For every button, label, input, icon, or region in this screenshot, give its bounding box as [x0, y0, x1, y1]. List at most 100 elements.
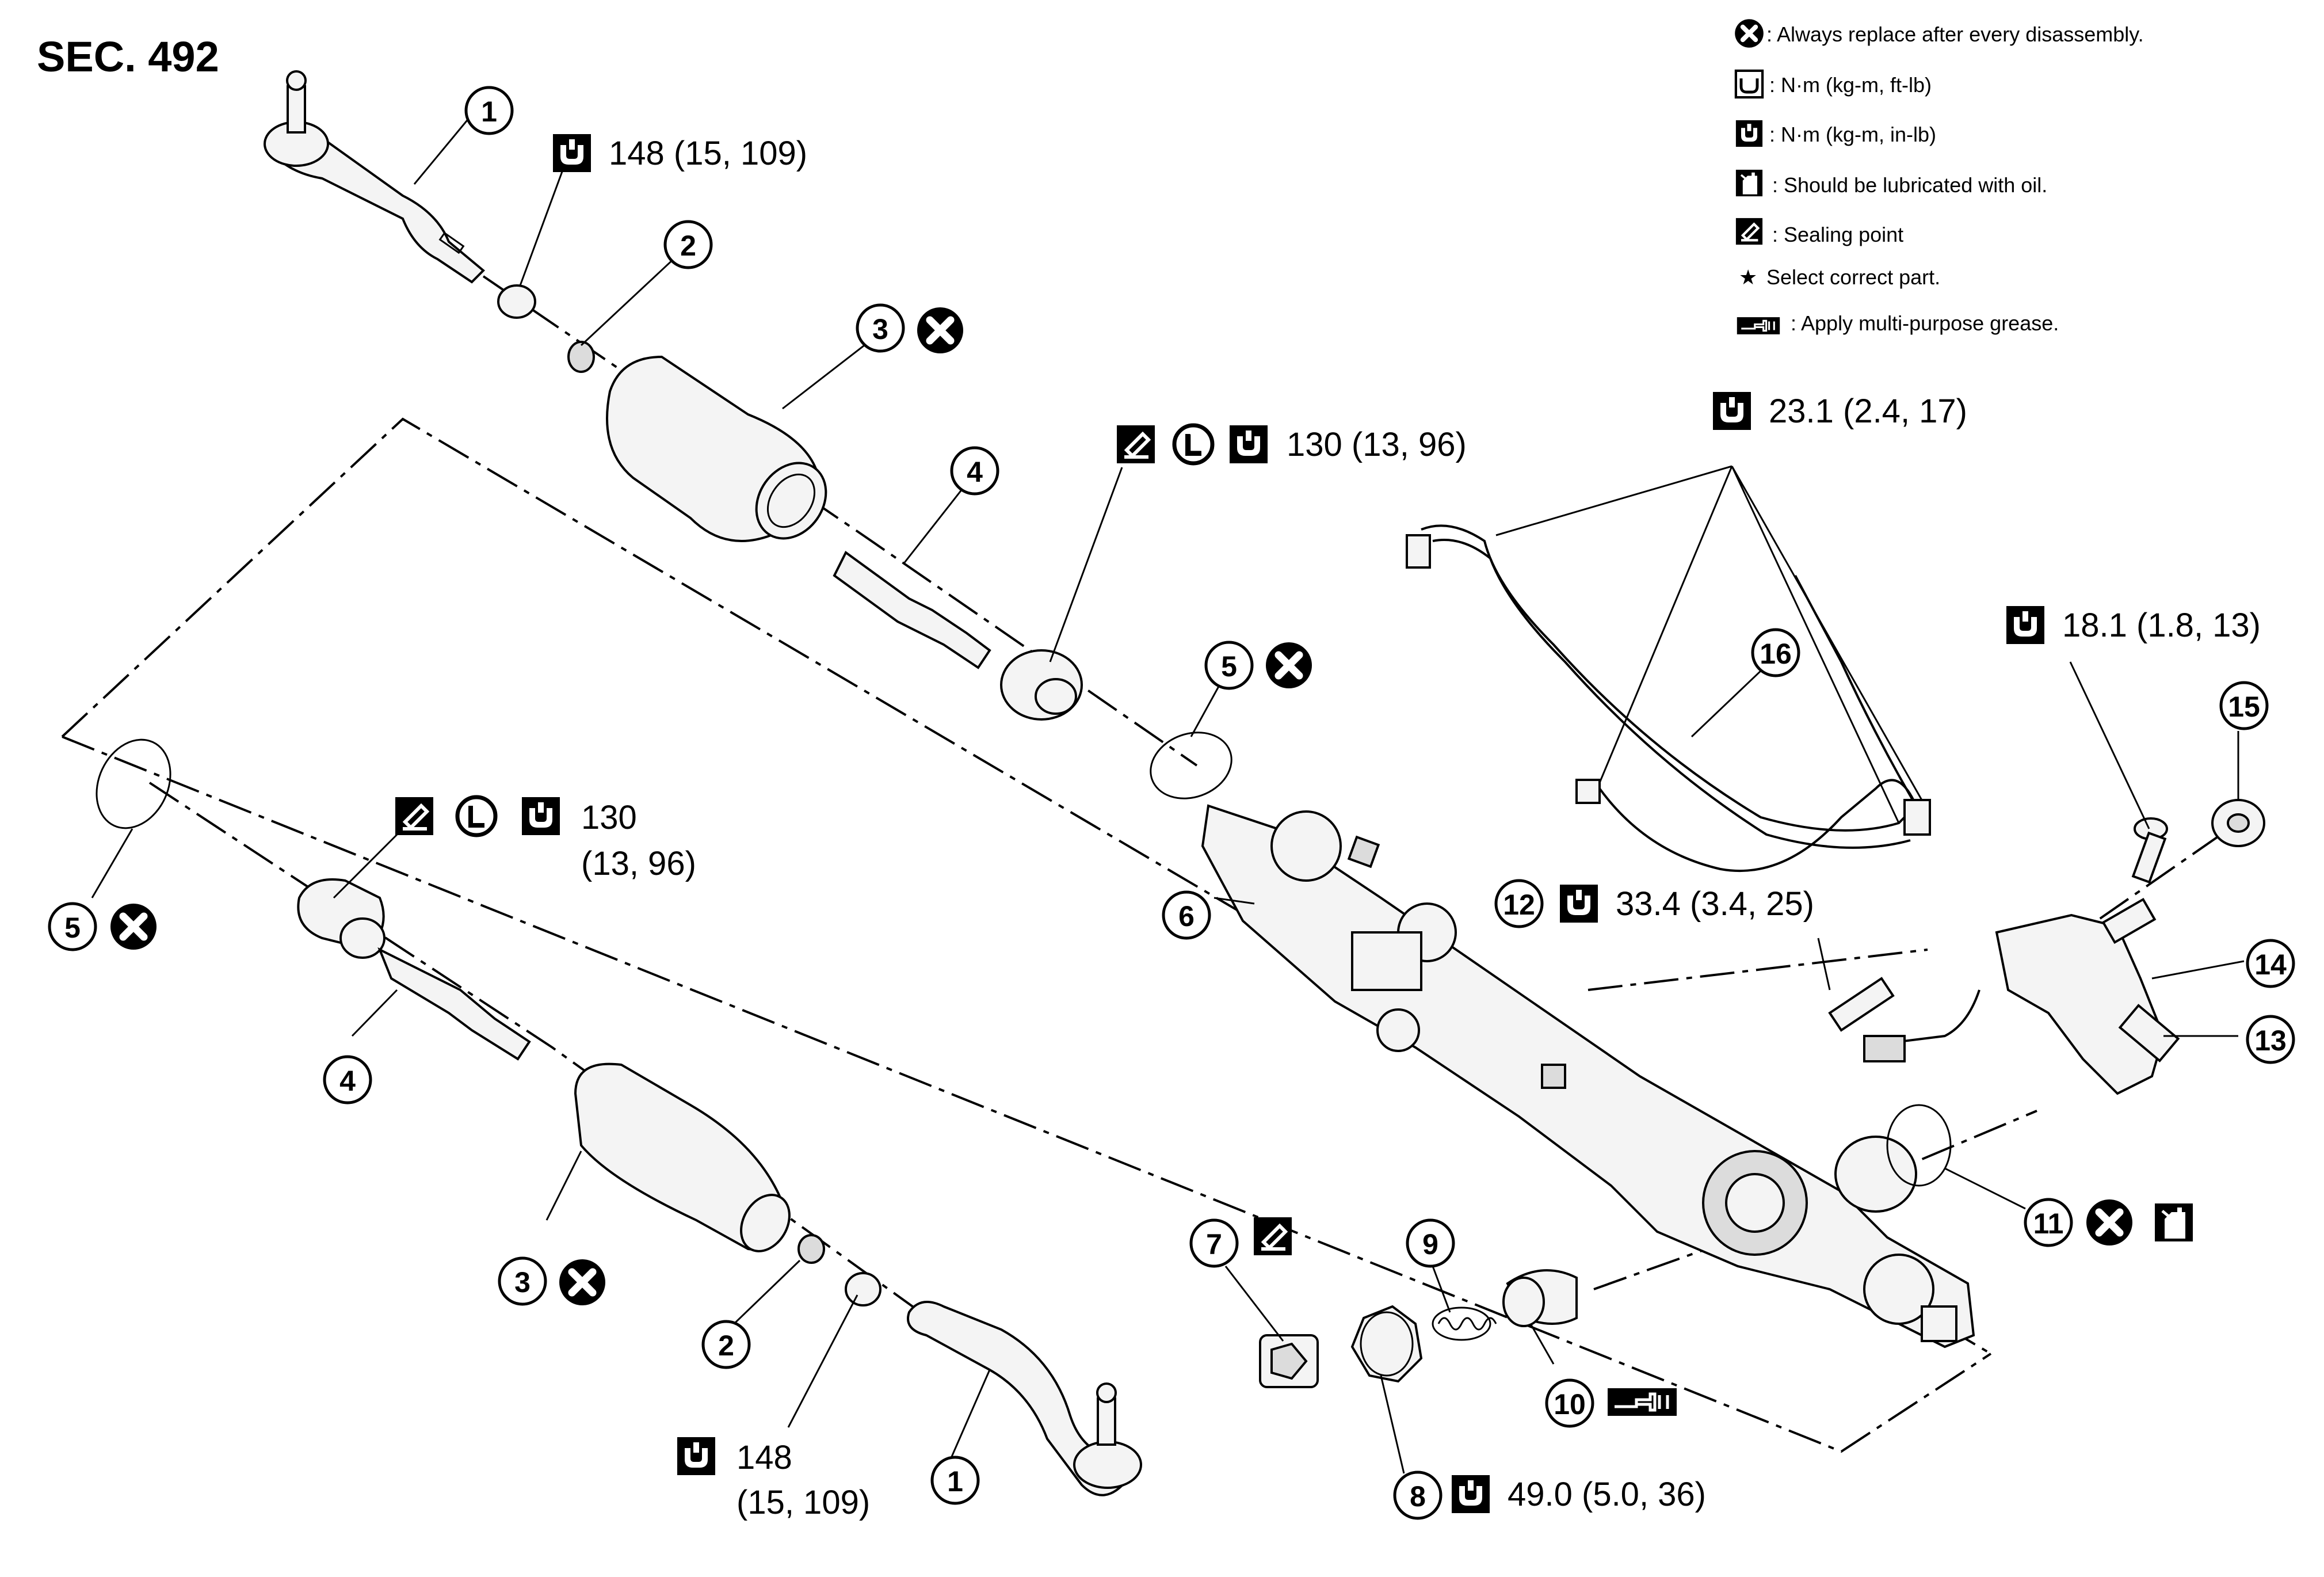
svg-text:16: 16 [1760, 638, 1792, 670]
o-ring-11 [1886, 1104, 1952, 1187]
sealing-point-icon [1736, 218, 1762, 245]
torque-spec-fitting-12: 33.4 (3.4, 25) [1560, 885, 1814, 923]
svg-text:8: 8 [1410, 1480, 1426, 1513]
svg-text:18.1 (1.8, 13): 18.1 (1.8, 13) [2062, 607, 2261, 644]
callout-3-lower: 3 [498, 1256, 547, 1306]
leader-lines [91, 110, 2245, 1474]
svg-text:4: 4 [967, 456, 983, 488]
tie-rod-nut-lower [845, 1272, 881, 1306]
replace-icon-11 [2086, 1199, 2132, 1245]
legend-text-seal: : Sealing point [1772, 223, 1903, 246]
svg-text:(15, 109): (15, 109) [736, 1484, 870, 1521]
torque-spec-tie-rod-nut-lower: 148 (15, 109) [677, 1437, 870, 1521]
grease-icon-10 [1608, 1388, 1677, 1416]
seal-icon [1117, 425, 1155, 463]
svg-text:148: 148 [736, 1439, 792, 1476]
legend-text-oil: : Should be lubricated with oil. [1772, 173, 2047, 197]
svg-text:2: 2 [680, 230, 696, 262]
legend-text-grease: : Apply multi-purpose grease. [1791, 311, 2059, 335]
svg-text:(13, 96): (13, 96) [581, 845, 696, 882]
grease-icon [1736, 316, 1781, 336]
callout-10: 10 [1545, 1378, 1594, 1428]
oil-icon-11 [2155, 1203, 2193, 1241]
seal-icon [395, 797, 433, 835]
svg-text:130: 130 [581, 799, 637, 836]
clamp-upper [1150, 732, 1232, 799]
callout-11: 11 [2024, 1198, 2073, 1247]
replace-icon-5-upper [1266, 642, 1312, 688]
svg-text:6: 6 [1178, 900, 1195, 932]
gear-housing [1201, 804, 1975, 1349]
clamp-lower [96, 738, 171, 829]
sensor-assembly [1863, 897, 2180, 1095]
callout-4-upper: 4 [950, 446, 999, 496]
callout-2-lower: 2 [701, 1320, 751, 1369]
svg-text:14: 14 [2254, 949, 2287, 981]
boot-upper [606, 355, 827, 542]
always-replace-icon [1735, 19, 1764, 48]
svg-text:9: 9 [1422, 1228, 1438, 1260]
adjusting-screw-7 [1259, 1334, 1319, 1388]
svg-text:L: L [1185, 428, 1203, 460]
spring-9 [1432, 1306, 1497, 1341]
callout-1-upper: 1 [464, 86, 514, 135]
sensor-bolt [2131, 817, 2168, 884]
svg-text:5: 5 [64, 912, 81, 944]
svg-text:12: 12 [1503, 889, 1535, 921]
retainer-10 [1502, 1269, 1578, 1327]
callout-14: 14 [2246, 939, 2295, 988]
callout-5-upper: 5 [1204, 641, 1254, 690]
torque-spec-sensor-bolt: 18.1 (1.8, 13) [2006, 606, 2261, 644]
callout-12: 12 [1494, 879, 1544, 928]
callout-13: 13 [2246, 1015, 2295, 1064]
clip-15 [2211, 799, 2265, 847]
inner-socket-lower [297, 878, 531, 1061]
svg-text:13: 13 [2254, 1024, 2287, 1057]
letter-l-icon: L [1174, 425, 1212, 463]
svg-text:3: 3 [514, 1266, 531, 1298]
torque-spec-tie-rod-nut-upper: 148 (15, 109) [553, 134, 807, 172]
legend-text-star: Select correct part. [1766, 265, 1940, 289]
svg-text:5: 5 [1221, 650, 1237, 683]
callout-8: 8 [1393, 1471, 1443, 1520]
callout-15: 15 [2219, 681, 2269, 730]
callout-4-lower: 4 [323, 1055, 372, 1104]
torque-spec-inner-socket-lower: 130 (13, 96) [395, 797, 696, 882]
replace-icon-3-upper [917, 307, 963, 353]
svg-text:15: 15 [2228, 691, 2260, 723]
boot-lower [574, 1062, 791, 1252]
fitting-12 [1828, 977, 1895, 1032]
tie-rod-nut-upper [497, 284, 536, 319]
seal-icon-7 [1254, 1217, 1292, 1255]
replace-icon-3-lower [559, 1259, 605, 1305]
inner-socket-upper [833, 550, 1083, 721]
callout-7: 7 [1189, 1218, 1239, 1268]
torque-ftlb-icon [1734, 69, 1764, 99]
svg-text:148 (15, 109): 148 (15, 109) [609, 135, 807, 172]
lock-nut-8 [1350, 1305, 1423, 1383]
boot-clip-upper [567, 341, 595, 373]
svg-text:33.4 (3.4, 25): 33.4 (3.4, 25) [1616, 885, 1814, 923]
torque-spec-tubes: 23.1 (2.4, 17) [1713, 392, 1967, 430]
legend: : Always replace after every disassembly… [1734, 19, 2144, 336]
svg-text:49.0 (5.0, 36): 49.0 (5.0, 36) [1508, 1476, 1706, 1513]
section-title: SEC. 492 [37, 33, 219, 81]
torque-spec-inner-socket-upper: L 130 (13, 96) [1117, 425, 1467, 463]
legend-text-ftlb: : N·m (kg-m, ft-lb) [1769, 73, 1932, 97]
star-icon: ★ [1739, 265, 1757, 289]
callout-5-lower: 5 [48, 902, 97, 951]
legend-text-replace: : Always replace after every disassembly… [1766, 22, 2144, 46]
svg-text:23.1 (2.4, 17): 23.1 (2.4, 17) [1769, 393, 1967, 430]
svg-text:11: 11 [2033, 1207, 2064, 1240]
svg-text:4: 4 [339, 1065, 356, 1097]
callout-2-upper: 2 [663, 220, 713, 269]
svg-text:3: 3 [872, 313, 888, 345]
lubricate-oil-icon [1735, 169, 1764, 197]
torque-spec-lock-nut-8: 49.0 (5.0, 36) [1452, 1475, 1706, 1513]
svg-text:7: 7 [1206, 1228, 1222, 1260]
torque-inlb-icon [1735, 120, 1763, 147]
callout-3-upper: 3 [856, 303, 905, 353]
letter-l-icon [457, 797, 495, 835]
svg-text:1: 1 [947, 1465, 963, 1498]
